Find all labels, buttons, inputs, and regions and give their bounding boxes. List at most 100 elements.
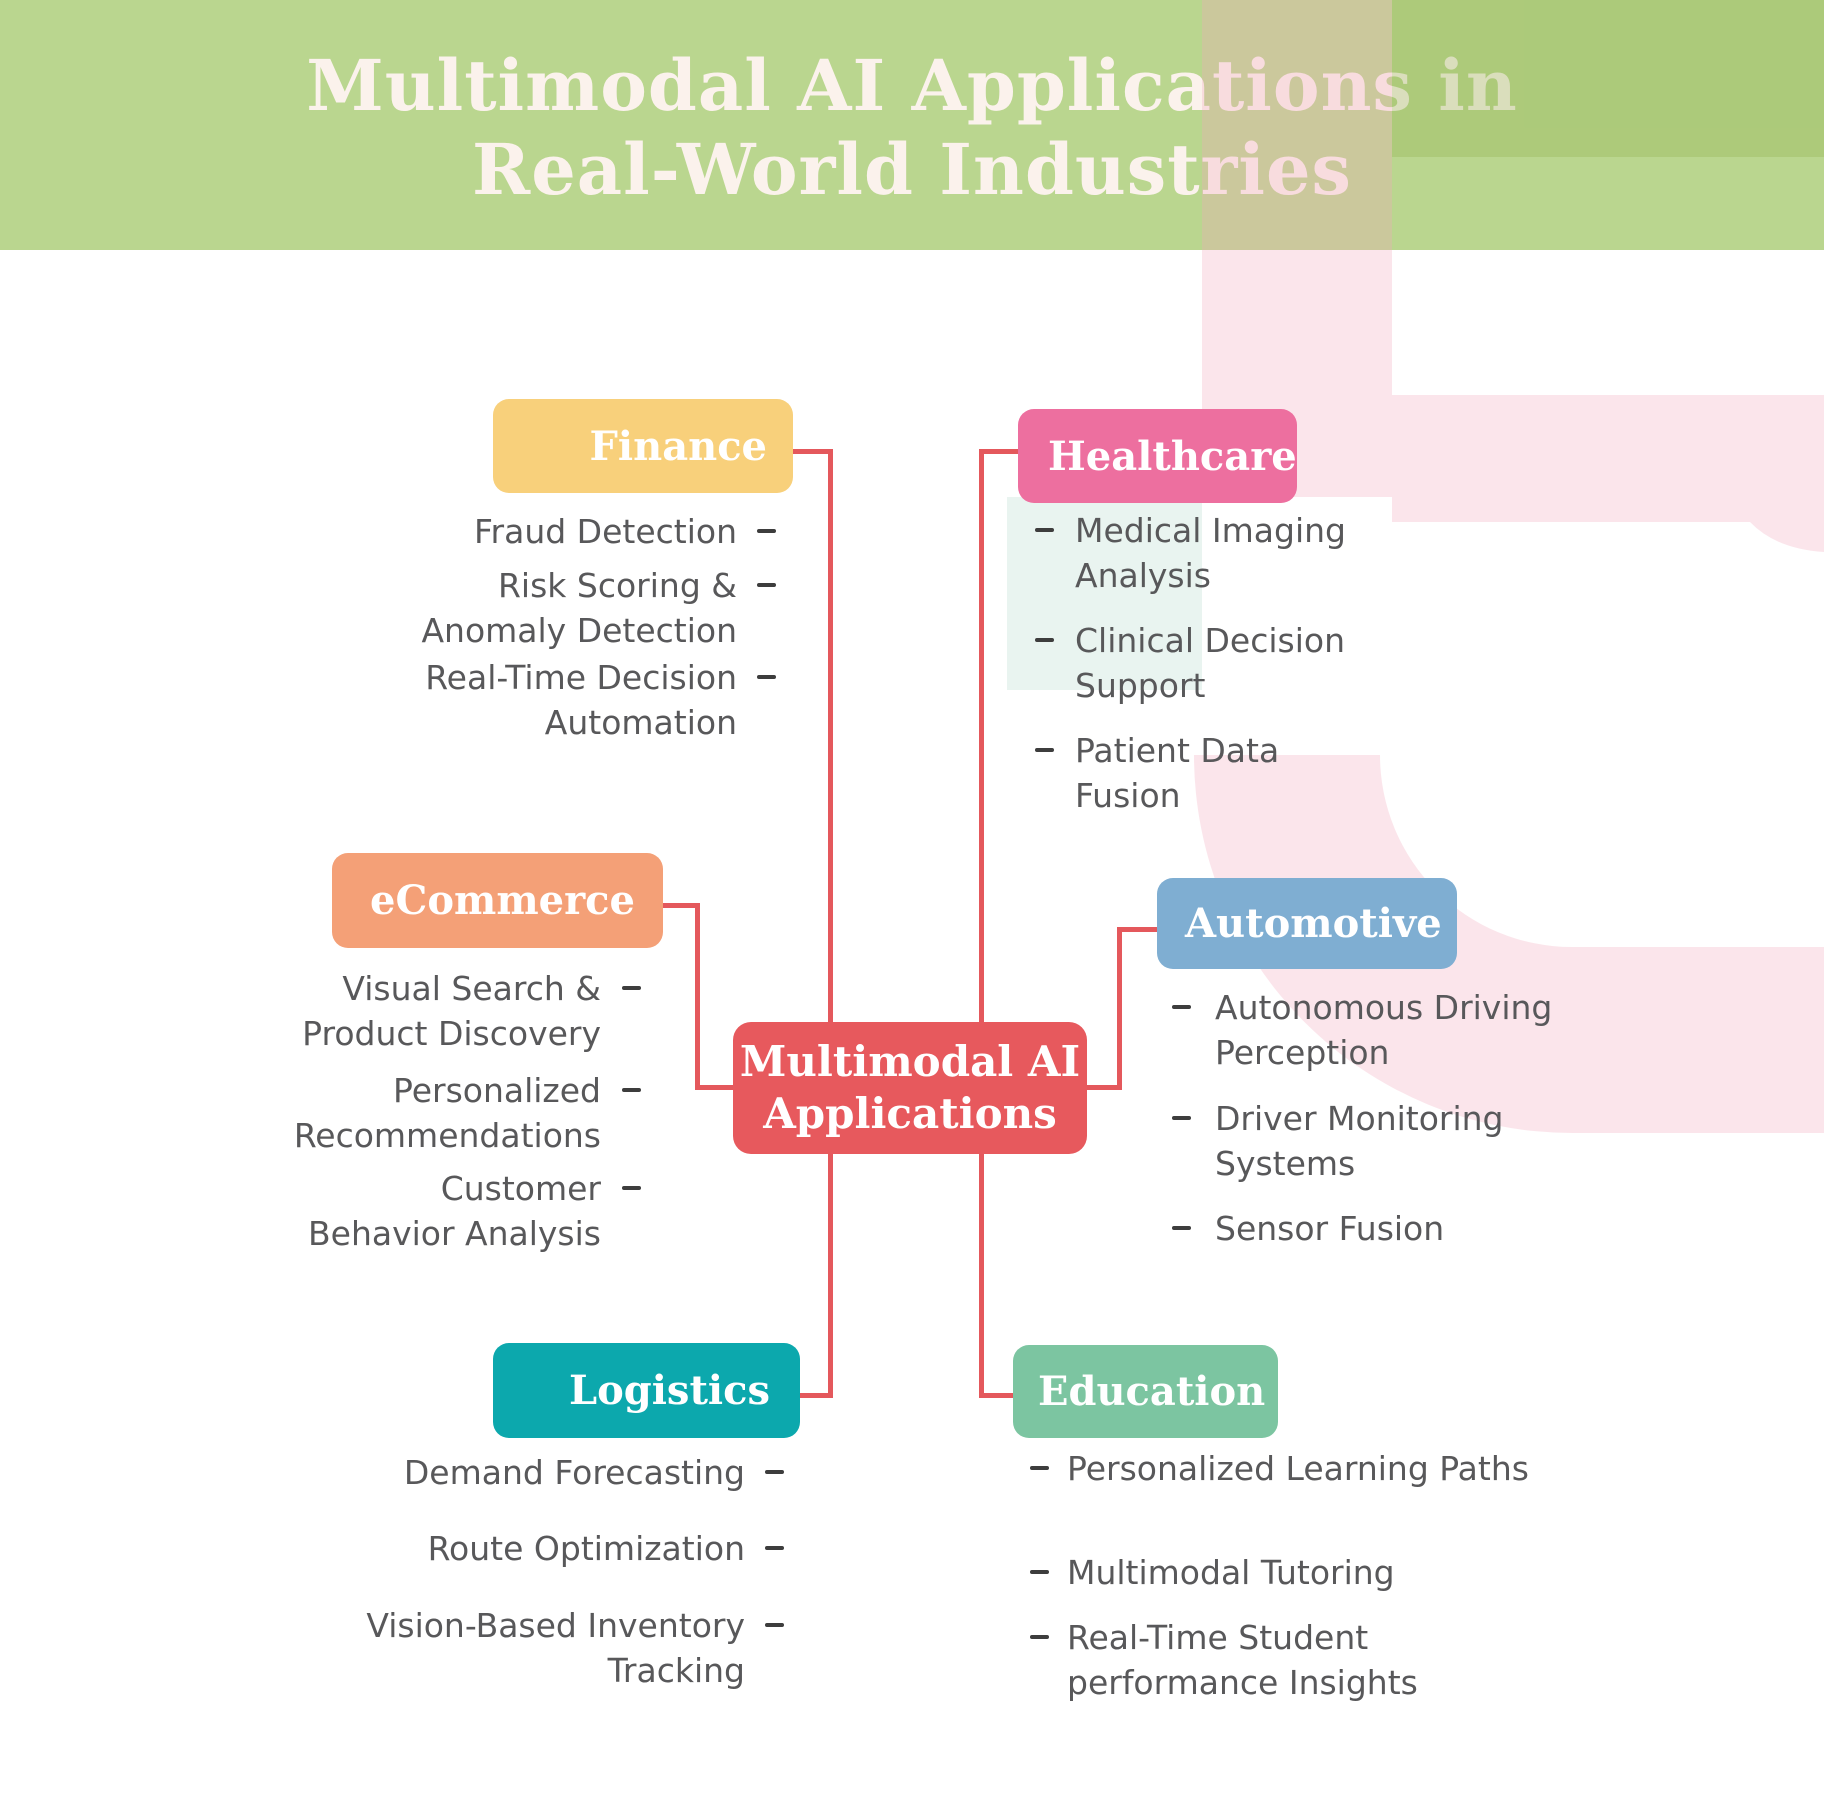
- center-node-line-2: Applications: [763, 1089, 1057, 1138]
- list-item-ecommerce-2: Personalized Recommendations: [294, 1068, 601, 1158]
- connector-education-v: [979, 1153, 984, 1398]
- item-dash: [1035, 748, 1054, 752]
- item-line: Sensor Fusion: [1215, 1209, 1445, 1248]
- branch-label-logistics: Logistics: [568, 1367, 770, 1414]
- connector-automotive-h2: [1117, 927, 1157, 932]
- connector-ecommerce-h2: [695, 1085, 733, 1090]
- item-line: Automation: [544, 703, 737, 742]
- item-dash: [622, 1088, 641, 1092]
- list-item-education-3: Real-Time Student performance Insights: [1067, 1615, 1418, 1705]
- branch-label-automotive: Automotive: [1185, 900, 1442, 947]
- item-dash: [757, 529, 776, 533]
- connector-healthcare-v: [979, 449, 984, 1022]
- item-dash: [757, 583, 776, 587]
- list-item-education-2: Multimodal Tutoring: [1067, 1550, 1395, 1595]
- item-line: Risk Scoring &: [498, 566, 737, 605]
- branch-box-logistics: Logistics: [493, 1343, 800, 1438]
- header-band: [0, 0, 1824, 250]
- connector-automotive-h1: [1087, 1085, 1122, 1090]
- item-dash: [1172, 1005, 1191, 1009]
- branch-box-healthcare: Healthcare: [1018, 409, 1297, 503]
- item-line: Perception: [1215, 1033, 1390, 1072]
- item-line: Driver Monitoring: [1215, 1099, 1504, 1138]
- list-item-finance-2: Risk Scoring & Anomaly Detection: [421, 563, 737, 653]
- item-line: Personalized: [392, 1071, 601, 1110]
- item-dash: [1030, 1570, 1049, 1574]
- item-dash: [765, 1546, 784, 1550]
- item-line: Demand Forecasting: [403, 1453, 745, 1492]
- list-item-healthcare-1: Medical Imaging Analysis: [1075, 508, 1346, 598]
- item-line: Behavior Analysis: [308, 1214, 601, 1253]
- item-line: Medical Imaging: [1075, 511, 1346, 550]
- list-item-healthcare-3: Patient Data Fusion: [1075, 728, 1279, 818]
- branch-label-education: Education: [1038, 1368, 1266, 1415]
- page-title-line-2: Real-World Industries: [472, 128, 1352, 211]
- branch-label-ecommerce: eCommerce: [370, 877, 635, 924]
- connector-finance-h: [793, 449, 832, 454]
- item-line: Recommendations: [293, 1116, 601, 1155]
- branch-box-ecommerce: eCommerce: [332, 853, 663, 948]
- item-line: Visual Search &: [342, 969, 601, 1008]
- item-line: Tracking: [607, 1651, 745, 1690]
- item-line: Route Optimization: [427, 1529, 745, 1568]
- item-dash: [1030, 1466, 1049, 1470]
- connector-healthcare-h: [982, 449, 1018, 454]
- branch-label-finance: Finance: [589, 422, 767, 470]
- connector-automotive-v: [1117, 927, 1122, 1090]
- item-dash: [1172, 1226, 1191, 1230]
- item-dash: [765, 1470, 784, 1474]
- item-dash: [1035, 528, 1054, 532]
- connector-ecommerce-h1: [663, 903, 700, 908]
- item-line: Anomaly Detection: [421, 611, 737, 650]
- item-line: Real-Time Student: [1067, 1618, 1369, 1657]
- item-line: Analysis: [1075, 556, 1211, 595]
- item-dash: [1030, 1635, 1049, 1639]
- list-item-automotive-3: Sensor Fusion: [1215, 1206, 1444, 1251]
- item-dash: [1172, 1116, 1191, 1120]
- item-line: Multimodal Tutoring: [1067, 1553, 1395, 1592]
- list-item-logistics-2: Route Optimization: [428, 1526, 745, 1571]
- list-item-education-1: Personalized Learning Paths: [1067, 1446, 1529, 1491]
- connector-finance-v: [828, 449, 833, 1022]
- item-line: Customer: [440, 1169, 601, 1208]
- item-line: Real-Time Decision: [425, 658, 737, 697]
- branch-label-healthcare: Healthcare: [1048, 432, 1297, 480]
- list-item-logistics-3: Vision-Based Inventory Tracking: [366, 1603, 745, 1693]
- item-line: performance Insights: [1067, 1663, 1418, 1702]
- item-dash: [757, 675, 776, 679]
- connector-logistics-h: [798, 1393, 833, 1398]
- connector-logistics-v: [828, 1153, 833, 1398]
- list-item-ecommerce-1: Visual Search & Product Discovery: [302, 966, 601, 1056]
- item-dash: [1035, 638, 1054, 642]
- item-line: Personalized Learning Paths: [1067, 1449, 1529, 1488]
- list-item-ecommerce-3: Customer Behavior Analysis: [308, 1166, 601, 1256]
- branch-box-automotive: Automotive: [1157, 878, 1457, 969]
- item-line: Fusion: [1075, 776, 1181, 815]
- branch-box-education: Education: [1013, 1345, 1278, 1438]
- item-line: Autonomous Driving: [1215, 988, 1553, 1027]
- item-line: Fraud Detection: [473, 512, 737, 551]
- item-line: Support: [1075, 666, 1206, 705]
- item-line: Patient Data: [1075, 731, 1280, 770]
- list-item-finance-1: Fraud Detection: [474, 509, 737, 554]
- list-item-automotive-2: Driver Monitoring Systems: [1215, 1096, 1504, 1186]
- list-item-automotive-1: Autonomous Driving Perception: [1215, 985, 1552, 1075]
- item-dash: [622, 1186, 641, 1190]
- item-dash: [765, 1623, 784, 1627]
- item-line: Vision-Based Inventory: [366, 1606, 745, 1645]
- page-title: Multimodal AI Applications in Real-World…: [0, 44, 1824, 212]
- decor-pink-band: [1392, 395, 1824, 552]
- center-node-line-1: Multimodal AI: [739, 1037, 1081, 1086]
- list-item-finance-3: Real-Time Decision Automation: [425, 655, 737, 745]
- connector-ecommerce-v: [695, 903, 700, 1090]
- list-item-logistics-1: Demand Forecasting: [404, 1450, 745, 1495]
- center-node: Multimodal AI Applications: [733, 1022, 1087, 1154]
- page-title-line-1: Multimodal AI Applications in: [306, 44, 1518, 127]
- connector-education-h: [981, 1393, 1014, 1398]
- item-line: Clinical Decision: [1075, 621, 1345, 660]
- item-dash: [622, 986, 641, 990]
- branch-box-finance: Finance: [493, 399, 793, 493]
- item-line: Product Discovery: [302, 1014, 601, 1053]
